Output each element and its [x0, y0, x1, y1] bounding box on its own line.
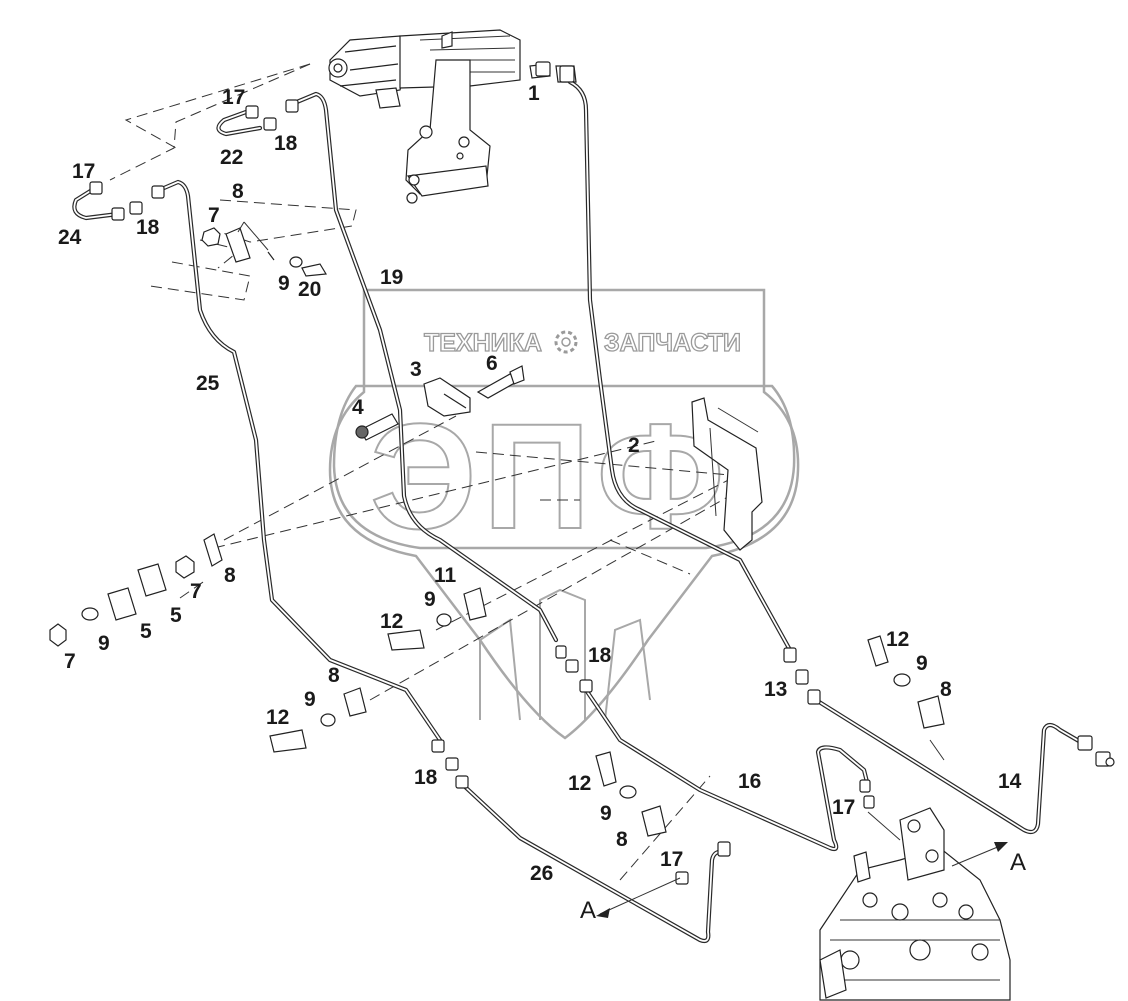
callout-7: 7 [64, 650, 76, 673]
callout-8: 8 [328, 664, 340, 687]
clamp-8-bottom [641, 805, 667, 837]
nut-7-left [175, 555, 195, 579]
washer-9-left [81, 607, 99, 621]
callout-14: 14 [998, 770, 1022, 793]
callout-9: 9 [98, 632, 110, 655]
view-marker-A-right: A [1010, 849, 1026, 876]
callout-4: 4 [352, 396, 364, 419]
callout-17: 17 [832, 796, 855, 819]
bracket-2 [691, 397, 763, 551]
callout-7: 7 [190, 580, 202, 603]
washer-9-right [893, 673, 911, 687]
bottom-pump-assembly [819, 807, 1011, 1001]
callout-9: 9 [278, 272, 290, 295]
leaders [237, 221, 1008, 918]
clamp-8-lower [343, 687, 367, 717]
callout-18: 18 [136, 216, 160, 239]
callout-8: 8 [224, 564, 236, 587]
bolt-12-lower [269, 729, 307, 753]
washer-9-top [289, 256, 303, 268]
callout-5: 5 [140, 620, 152, 643]
watermark-big-letters: ЭПФ [370, 392, 731, 560]
callouts: 1 17 22 18 17 24 18 8 7 9 20 19 25 3 6 4… [58, 82, 1022, 885]
bolt-12-center [387, 629, 425, 651]
callout-25: 25 [196, 372, 220, 395]
pipe-24 [72, 187, 121, 221]
fittings [49, 61, 1115, 885]
arrow-right-A [994, 842, 1008, 852]
pipe-19 [289, 91, 559, 643]
view-markers: A A [580, 849, 1026, 924]
callout-18: 18 [274, 132, 298, 155]
bracket-3 [423, 377, 471, 417]
callout-6: 6 [486, 352, 498, 375]
washer-9-center [436, 613, 452, 627]
callout-8: 8 [232, 180, 244, 203]
watermark-factory-icon [479, 588, 651, 721]
callout-24: 24 [58, 226, 82, 249]
callout-9: 9 [304, 688, 316, 711]
callout-26: 26 [530, 862, 553, 885]
clamp-8-right [917, 695, 945, 729]
bolt-20 [301, 263, 328, 277]
top-valve-assembly [328, 29, 577, 204]
watermark-shield [328, 288, 800, 740]
clamp-5-b [107, 587, 137, 621]
callout-2: 2 [628, 434, 640, 457]
clamp-11 [463, 587, 487, 621]
callout-1: 1 [528, 82, 540, 105]
clamp-8-top [225, 227, 251, 263]
callout-12: 12 [266, 706, 289, 729]
watermark: ТЕХНИКА ЗАПЧАСТИ ЭПФ [328, 288, 800, 740]
callout-18: 18 [414, 766, 438, 789]
callout-19: 19 [380, 266, 403, 289]
callout-12: 12 [380, 610, 403, 633]
callout-13: 13 [764, 678, 787, 701]
watermark-right-word: ЗАПЧАСТИ [604, 329, 741, 357]
clamp-5-a [137, 563, 167, 597]
pipe-16 [583, 687, 871, 852]
callout-8: 8 [616, 828, 628, 851]
callout-5: 5 [170, 604, 182, 627]
callout-17: 17 [222, 86, 245, 109]
callout-20: 20 [298, 278, 321, 301]
pipe-22 [216, 109, 263, 137]
arrow-left-A [596, 908, 610, 918]
callout-9: 9 [424, 588, 436, 611]
clamp-8-left [203, 533, 223, 567]
callout-9: 9 [916, 652, 928, 675]
callout-11: 11 [434, 564, 457, 587]
callout-17: 17 [660, 848, 683, 871]
callout-18: 18 [588, 644, 612, 667]
pipes [72, 79, 1087, 944]
callout-9: 9 [600, 802, 612, 825]
pipe-14 [813, 697, 1087, 835]
washer-9-bottom [619, 785, 637, 799]
nut-7-top [201, 227, 221, 247]
callout-17: 17 [72, 160, 95, 183]
callout-8: 8 [940, 678, 952, 701]
gear-icon [554, 330, 578, 354]
bolt-12-bottom [595, 751, 617, 787]
callout-22: 22 [220, 146, 243, 169]
bolt-12-right [867, 635, 889, 667]
view-marker-A-left: A [580, 897, 596, 924]
callout-12: 12 [886, 628, 909, 651]
washer-9-lower [320, 713, 336, 727]
pipe-1 [567, 79, 793, 653]
nut-7-far-left [49, 623, 67, 647]
callout-12: 12 [568, 772, 591, 795]
callout-3: 3 [410, 358, 422, 381]
watermark-left-word: ТЕХНИКА [424, 329, 542, 357]
watermark-inner-ring [332, 384, 796, 550]
pipe-25 [161, 179, 443, 743]
callout-16: 16 [738, 770, 761, 793]
callout-7: 7 [208, 204, 220, 227]
